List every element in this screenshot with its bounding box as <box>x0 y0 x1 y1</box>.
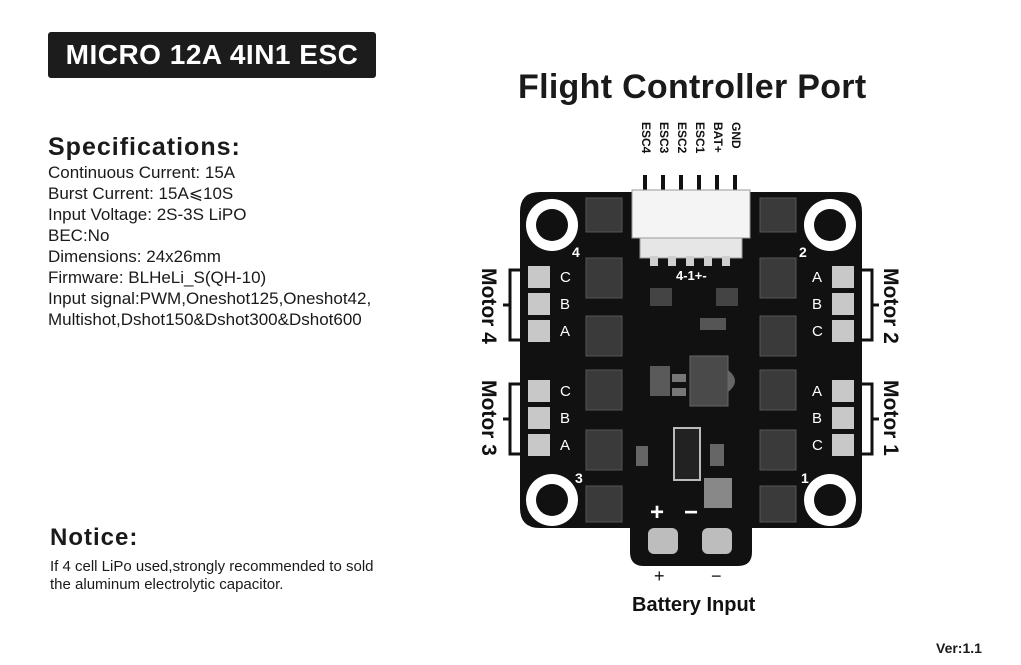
fc-pin-label-esc3: ESC3 <box>657 122 671 154</box>
specifications-heading: Specifications: <box>48 133 241 161</box>
corner-number-2: 2 <box>799 244 807 260</box>
fc-pin-label-gnd: GND <box>729 122 743 149</box>
fc-pin-label-esc1: ESC1 <box>693 122 707 154</box>
spec-firmware: Firmware: BLHeLi_S(QH-10) <box>48 268 267 287</box>
battery-input-label: Battery Input <box>632 594 756 616</box>
battery-minus-symbol: − <box>711 566 722 586</box>
motor4-pad-c: C <box>560 269 571 286</box>
spec-burst-current: Burst Current: 15A⩽10S <box>48 184 234 203</box>
battery-plus-symbol: + <box>654 566 665 586</box>
fc-pin-label-bat: BAT+ <box>711 122 725 153</box>
connector-pad-label: 4-1+- <box>676 268 707 283</box>
board-minus-marking: − <box>684 499 698 526</box>
motor2-pad-a: A <box>812 269 822 286</box>
product-title-badge: MICRO 12A 4IN1 ESC <box>48 32 376 78</box>
fc-pin-markers <box>643 175 737 193</box>
mounting-holes <box>526 199 856 526</box>
motor3-pads <box>528 380 550 456</box>
motor-brackets <box>503 268 879 456</box>
corner-number-1: 1 <box>801 470 809 486</box>
notice-heading: Notice: <box>50 524 139 551</box>
central-components <box>636 288 738 508</box>
motor4-pads <box>528 266 550 342</box>
corner-number-4: 4 <box>572 244 580 260</box>
spec-input-voltage: Input Voltage: 2S-3S LiPO <box>48 205 247 224</box>
motor2-pads <box>832 266 854 342</box>
notice-text: If 4 cell LiPo used,strongly recommended… <box>50 558 470 594</box>
motor3-pad-a: A <box>560 437 570 454</box>
notice-line-2: the aluminum electrolytic capacitor. <box>50 576 284 593</box>
motor3-label: Motor 3 <box>477 380 500 456</box>
battery-pad-negative <box>702 528 732 554</box>
motor2-label: Motor 2 <box>879 268 902 344</box>
motor1-pad-c: C <box>812 437 823 454</box>
version-label: Ver:1.1 <box>936 640 982 656</box>
spec-input-signal: Input signal:PWM,Oneshot125,Oneshot42, <box>48 289 372 308</box>
motor2-pad-c: C <box>812 323 823 340</box>
motor1-pad-a: A <box>812 383 822 400</box>
corner-number-3: 3 <box>575 470 583 486</box>
fc-pin-label-esc4: ESC4 <box>639 122 653 154</box>
flight-controller-port-title: Flight Controller Port <box>518 68 867 106</box>
motor4-pad-a: A <box>560 323 570 340</box>
motor3-pad-b: B <box>560 410 570 427</box>
spec-continuous-current: Continuous Current: 15A <box>48 163 236 182</box>
spec-dimensions: Dimensions: 24x26mm <box>48 247 221 266</box>
fc-connector <box>631 189 751 266</box>
motor4-pad-b: B <box>560 296 570 313</box>
motor3-pad-c: C <box>560 383 571 400</box>
motor2-pad-b: B <box>812 296 822 313</box>
motor4-label: Motor 4 <box>477 268 500 344</box>
battery-pad-positive <box>648 528 678 554</box>
mosfet-array <box>585 197 797 523</box>
specifications-list: Continuous Current: 15A Burst Current: 1… <box>48 162 371 330</box>
motor1-pads <box>832 380 854 456</box>
motor1-pad-b: B <box>812 410 822 427</box>
spec-input-signal-cont: Multishot,Dshot150&Dshot300&Dshot600 <box>48 310 362 329</box>
notice-line-1: If 4 cell LiPo used,strongly recommended… <box>50 558 374 575</box>
motor1-label: Motor 1 <box>879 380 902 456</box>
board-plus-marking: + <box>650 499 664 526</box>
fc-pin-label-esc2: ESC2 <box>675 122 689 154</box>
spec-bec: BEC:No <box>48 226 110 245</box>
